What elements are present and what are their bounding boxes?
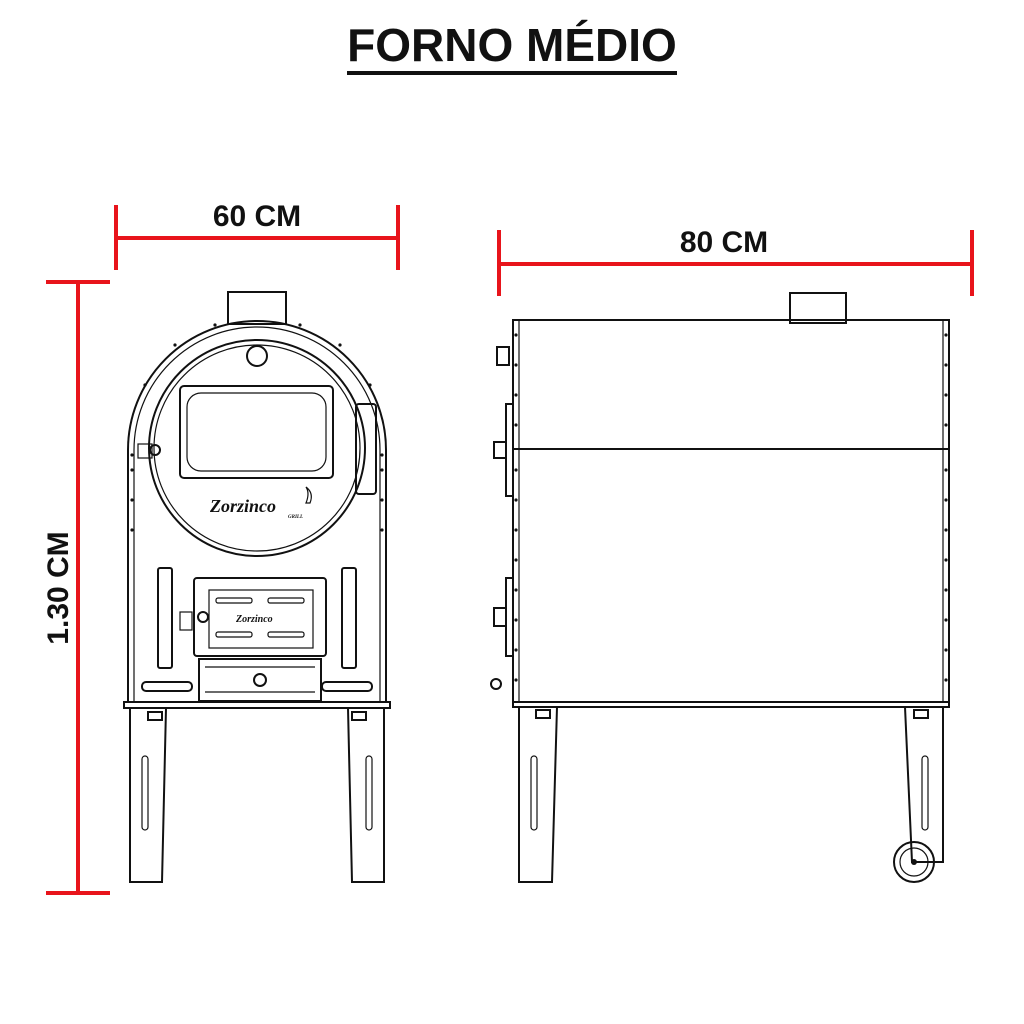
ash-drawer <box>198 658 322 702</box>
vent-left <box>157 567 173 669</box>
oven-body-side <box>512 319 950 703</box>
brand-logo: Zorzinco <box>209 496 276 516</box>
dimension-depth: 80 CM <box>497 226 974 296</box>
height-label: 1.30 CM <box>42 531 75 644</box>
side-view <box>490 292 950 883</box>
firebox-latch <box>197 611 209 623</box>
oven-body-front <box>127 320 387 703</box>
depth-label: 80 CM <box>680 226 768 259</box>
side-latch-top <box>493 441 507 459</box>
wheel <box>893 841 935 883</box>
front-view: Zorzinco GRILL Zorzinco <box>123 291 391 883</box>
side-hinge-top <box>505 403 514 497</box>
drawer-knob <box>253 673 267 687</box>
dimension-width: 60 CM <box>114 200 400 270</box>
side-latch-bottom <box>493 607 507 627</box>
side-hinge-bottom <box>505 577 514 657</box>
page-title: FORNO MÉDIO <box>0 18 1024 75</box>
chimney-side <box>789 292 847 324</box>
thermometer-icon <box>246 345 268 367</box>
firebox-door <box>193 577 327 657</box>
flame-icon <box>305 486 312 504</box>
door-latch <box>149 444 161 456</box>
dimension-height: 1.30 CM <box>42 280 110 895</box>
side-knob-top <box>496 346 510 366</box>
base-front <box>123 701 391 709</box>
round-door <box>148 339 366 557</box>
firebox-slots <box>215 597 305 638</box>
side-knob-bottom <box>490 678 502 690</box>
vent-right <box>341 567 357 669</box>
brand-sub: GRILL <box>288 515 303 520</box>
door-window <box>179 385 334 479</box>
title-text: FORNO MÉDIO <box>347 19 677 75</box>
svg-text:Zorzinco: Zorzinco <box>235 614 273 625</box>
width-label: 60 CM <box>213 200 301 233</box>
base-side <box>512 701 950 708</box>
rivets-side <box>514 333 948 682</box>
leg-side-right <box>903 706 944 863</box>
door-hinge <box>355 403 377 495</box>
leg-front-right <box>346 707 385 883</box>
rivets-front <box>130 323 384 532</box>
chimney-front <box>227 291 287 325</box>
handle-left <box>141 681 193 692</box>
leg-front-left <box>129 707 168 883</box>
handle-right <box>321 681 373 692</box>
leg-side-left <box>518 706 559 883</box>
